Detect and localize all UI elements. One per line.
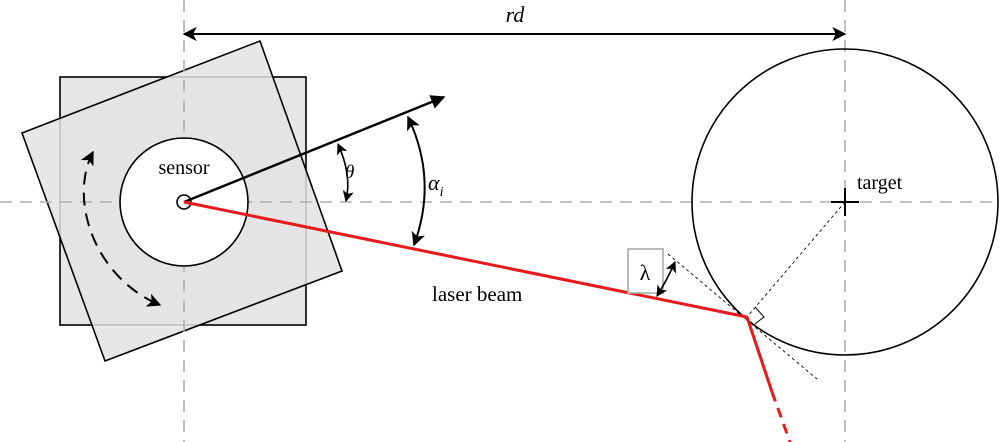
lambda-label: λ — [640, 260, 651, 285]
distance-label: rd — [506, 2, 526, 27]
laser-incident-ray — [183, 200, 748, 319]
sensor-label: sensor — [158, 157, 209, 179]
rotation-arrow — [80, 150, 162, 307]
right-angle-marker — [754, 306, 765, 325]
normal-line — [746, 201, 846, 318]
laser-beam — [183, 200, 792, 442]
theta-label: θ — [345, 162, 354, 183]
laser-reflected-ray-dashed — [770, 391, 792, 442]
alpha-symbol: α — [428, 170, 440, 195]
target-circle — [691, 48, 999, 356]
laser-reflected-ray — [745, 316, 774, 393]
heading-arrow — [183, 95, 446, 204]
alpha-subscript: i — [440, 185, 444, 200]
lambda-arc — [656, 260, 677, 297]
theta-arc — [337, 142, 354, 203]
alpha-label: αi — [428, 170, 444, 200]
target-label: target — [857, 172, 903, 194]
laser-beam-label: laser beam — [432, 282, 522, 306]
alpha-arc — [407, 115, 426, 247]
